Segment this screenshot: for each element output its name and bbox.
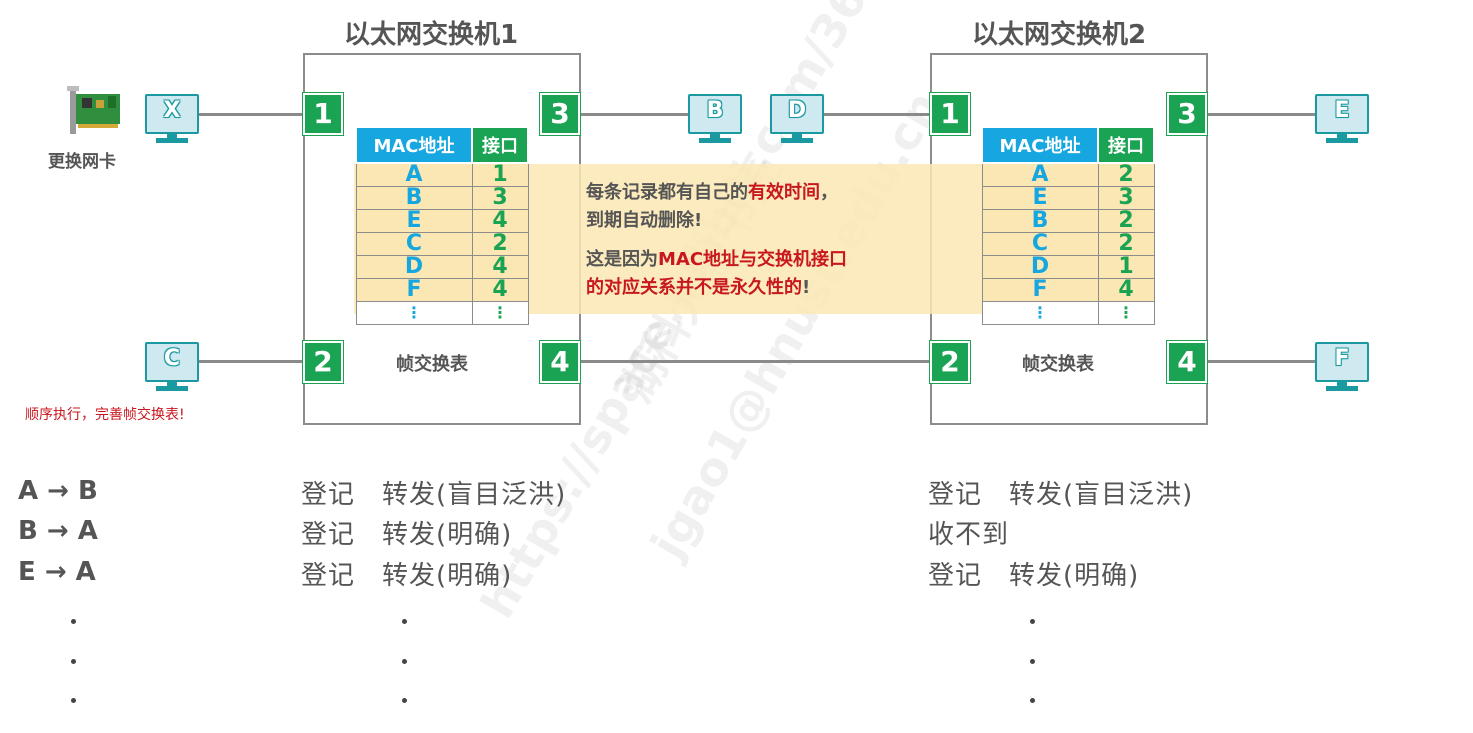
- nic-label: 更换网卡: [48, 152, 116, 172]
- switch1-action-1: 登记 转发(盲目泛洪): [301, 480, 567, 510]
- wire-d-s2p1: [824, 113, 930, 116]
- mac-header: MAC地址: [355, 126, 473, 164]
- table-cell: 4: [471, 278, 529, 302]
- table-cell: D: [355, 255, 473, 279]
- switch1-port-4: 4: [540, 341, 580, 383]
- switch1-port-3: 3: [540, 93, 580, 135]
- wire-s1p4-s2p2: [578, 360, 930, 363]
- wire-s1p3-b: [578, 113, 690, 116]
- table-cell: A: [981, 162, 1099, 187]
- note-line-2: 到期自动删除!: [586, 210, 703, 231]
- table-ellipsis: ⋮: [471, 301, 529, 325]
- table-cell: 1: [471, 162, 529, 187]
- table-cell: F: [981, 278, 1099, 302]
- switch2-port-1: 1: [930, 93, 970, 135]
- switch2-port-2: 2: [930, 341, 970, 383]
- table-cell: 3: [1097, 186, 1155, 210]
- table-cell: D: [981, 255, 1099, 279]
- ellipsis-dot: [1030, 619, 1035, 624]
- switch1-port-1: 1: [303, 93, 343, 135]
- table-cell: 2: [471, 232, 529, 256]
- switch1-action-2: 登记 转发(明确): [301, 520, 513, 550]
- host-e: E: [1315, 94, 1369, 146]
- monitor-icon: X: [145, 94, 199, 134]
- table-cell: E: [355, 209, 473, 233]
- ellipsis-dot: [402, 619, 407, 624]
- note-line-4: 的对应关系并不是永久性的!: [586, 277, 811, 298]
- switch2-table-caption: 帧交换表: [1022, 354, 1094, 375]
- host-b: B: [688, 94, 742, 146]
- table-cell: C: [355, 232, 473, 256]
- switch2-action-3: 登记 转发(明确): [928, 561, 1140, 591]
- switch2-action-2: 收不到: [928, 520, 1010, 550]
- note-line-1: 每条记录都有自己的有效时间，: [586, 182, 838, 203]
- table-cell: F: [355, 278, 473, 302]
- table-cell: 4: [471, 255, 529, 279]
- monitor-icon: E: [1315, 94, 1369, 134]
- wire-c-s1p2: [198, 360, 304, 363]
- table-cell: 4: [1097, 278, 1155, 302]
- monitor-icon: C: [145, 342, 199, 382]
- switch2-port-4: 4: [1167, 341, 1207, 383]
- port-header: 接口: [471, 126, 529, 164]
- table-cell: 1: [1097, 255, 1155, 279]
- flow-3: E → A: [18, 557, 96, 587]
- host-f: F: [1315, 342, 1369, 394]
- network-card-icon: [67, 86, 120, 134]
- wire-s2p3-e: [1205, 113, 1317, 116]
- switch1-port-2: 2: [303, 341, 343, 383]
- table-cell: B: [355, 186, 473, 210]
- table-cell: B: [981, 209, 1099, 233]
- table-cell: 4: [471, 209, 529, 233]
- switch1-title: 以太网交换机1: [344, 20, 519, 50]
- table-ellipsis: ⋮: [1097, 301, 1155, 325]
- host-x: X: [145, 94, 199, 146]
- table-cell: C: [981, 232, 1099, 256]
- switch1-action-3: 登记 转发(明确): [301, 561, 513, 591]
- table-cell: A: [355, 162, 473, 187]
- flow-1: A → B: [18, 476, 98, 506]
- monitor-icon: F: [1315, 342, 1369, 382]
- host-c: C: [145, 342, 199, 394]
- table-cell: 2: [1097, 162, 1155, 187]
- ellipsis-dot: [1030, 659, 1035, 664]
- wire-s2p4-f: [1205, 360, 1317, 363]
- flow-2: B → A: [18, 516, 98, 546]
- switch2-action-1: 登记 转发(盲目泛洪): [928, 480, 1194, 510]
- table-cell: 2: [1097, 209, 1155, 233]
- table-cell: 3: [471, 186, 529, 210]
- port-header: 接口: [1097, 126, 1155, 164]
- ellipsis-dot: [71, 698, 76, 703]
- table-cell: E: [981, 186, 1099, 210]
- switch2-title: 以太网交换机2: [972, 20, 1147, 50]
- ellipsis-dot: [1030, 698, 1035, 703]
- table-ellipsis: ⋮: [355, 301, 473, 325]
- ellipsis-dot: [402, 659, 407, 664]
- ellipsis-dot: [71, 619, 76, 624]
- monitor-icon: D: [770, 94, 824, 134]
- table-cell: 2: [1097, 232, 1155, 256]
- switch2-port-3: 3: [1167, 93, 1207, 135]
- monitor-icon: B: [688, 94, 742, 134]
- note-line-3: 这是因为MAC地址与交换机接口: [586, 249, 848, 270]
- wire-x-s1p1: [198, 113, 304, 116]
- hint-text: 顺序执行，完善帧交换表!: [25, 407, 185, 423]
- switch1-table-caption: 帧交换表: [396, 354, 468, 375]
- mac-header: MAC地址: [981, 126, 1099, 164]
- ellipsis-dot: [402, 698, 407, 703]
- table-ellipsis: ⋮: [981, 301, 1099, 325]
- host-d: D: [770, 94, 824, 146]
- ellipsis-dot: [71, 659, 76, 664]
